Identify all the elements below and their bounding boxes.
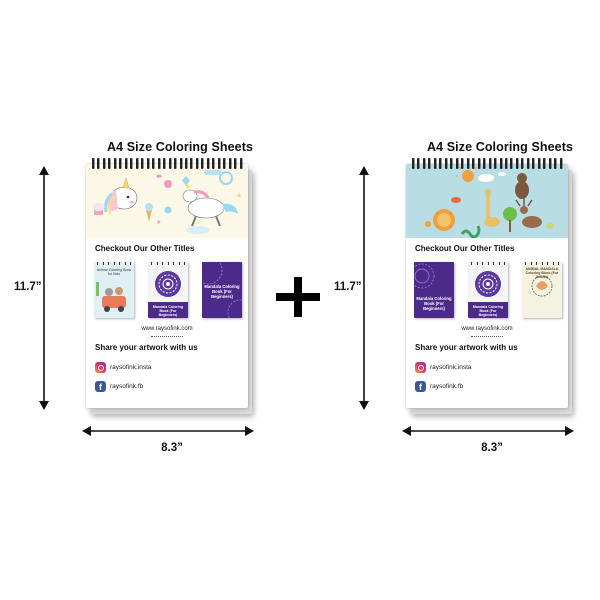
instagram-icon (415, 361, 426, 373)
section-heading: Checkout Our Other Titles (415, 244, 515, 253)
book-thumbnails: Animal Coloring Book for Kids (94, 262, 244, 318)
product-title: A4 Size Coloring Sheets (426, 140, 574, 154)
width-arrow (402, 426, 574, 436)
mandala-illustration (202, 262, 242, 318)
width-arrow (82, 426, 254, 436)
book-thumbnail: Mandala Coloring Book (For Beginners) (414, 262, 454, 318)
facebook-row: f raysofink.fb (415, 380, 463, 392)
book-thumbnail: Mandala Coloring Book (For Beginners) (202, 262, 242, 318)
width-label: 8.3” (161, 442, 183, 454)
product-title: A4 Size Coloring Sheets (106, 140, 254, 154)
facebook-icon: f (415, 380, 426, 392)
svg-text:★: ★ (156, 219, 161, 226)
instagram-row: raysofink.insta (95, 361, 152, 373)
animal-mandala-illustration (531, 275, 553, 297)
notepad-sheet: ★ ★ Checkout Our Other Titles Animal Col… (86, 164, 248, 408)
website-text: www.raysofink.com (141, 326, 193, 332)
instagram-row: raysofink.insta (415, 361, 472, 373)
book-thumbnail: Mandala Coloring Book (For Beginners) (468, 262, 508, 318)
notepad-sheet: Checkout Our Other Titles Mandala Colori… (406, 164, 568, 408)
share-heading: Share your artwork with us (95, 343, 198, 352)
facebook-icon: f (95, 380, 106, 392)
facebook-handle: raysofink.fb (430, 382, 464, 390)
book-title: Mandala Coloring Book (For Beginners) (204, 284, 240, 299)
animals-illustration (425, 164, 554, 238)
mandala-illustration (475, 271, 501, 297)
book-title: Animal Coloring Book for Kids (96, 268, 132, 277)
height-label: 11.7” (14, 281, 42, 293)
book-title: Mandala Coloring Book (For Beginners) (472, 305, 504, 318)
facebook-handle: raysofink.fb (110, 382, 144, 390)
spiral-binding (92, 158, 242, 170)
book-title: ANIMAL MANDALA Coloring Book (For Adults… (525, 267, 559, 280)
section-heading: Checkout Our Other Titles (95, 244, 195, 253)
unicorn-banner: ★ ★ (86, 164, 248, 238)
book-title: Mandala Coloring Book (For Beginners) (416, 296, 452, 311)
mandala-illustration (155, 271, 181, 297)
height-arrow (39, 166, 49, 410)
width-label: 8.3” (481, 442, 503, 454)
website-text: www.raysofink.com (461, 326, 513, 332)
instagram-handle: raysofink.insta (430, 363, 472, 371)
spiral-binding (412, 158, 562, 170)
book-thumbnail: Mandala Coloring Book (For Beginners) (148, 262, 188, 318)
mandala-illustration (414, 263, 435, 289)
height-arrow (359, 166, 369, 410)
dotted-divider (151, 336, 183, 338)
animal-car-illustration (96, 282, 126, 312)
book-thumbnail: Animal Coloring Book for Kids (94, 262, 134, 318)
plus-icon (276, 277, 320, 317)
instagram-icon (95, 361, 106, 373)
notepad: Checkout Our Other Titles Mandala Colori… (406, 158, 572, 414)
animals-banner (406, 164, 568, 238)
notepad: ★ ★ Checkout Our Other Titles Animal Col… (86, 158, 252, 414)
share-heading: Share your artwork with us (415, 343, 518, 352)
svg-text:★: ★ (236, 192, 242, 200)
height-label: 11.7” (334, 281, 362, 293)
book-title: Mandala Coloring Book (For Beginners) (152, 305, 184, 318)
facebook-row: f raysofink.fb (95, 380, 143, 392)
unicorn-illustration: ★ ★ (92, 170, 242, 234)
dotted-divider (471, 336, 503, 338)
book-thumbnail: ANIMAL MANDALA Coloring Book (For Adults… (522, 262, 562, 318)
book-thumbnails: Mandala Coloring Book (For Beginners) Ma… (414, 262, 564, 318)
instagram-handle: raysofink.insta (110, 363, 152, 371)
